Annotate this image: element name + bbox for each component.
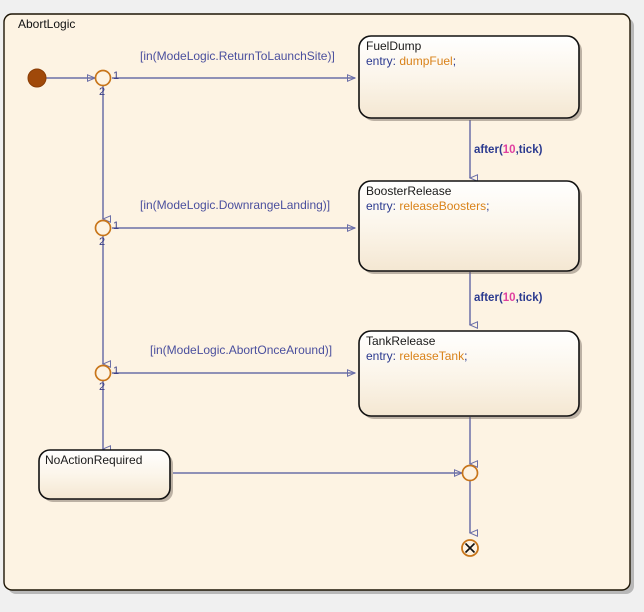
transition-label-after-fueldump: after(10,tick)	[474, 144, 542, 157]
after-suffix: ,tick)	[515, 144, 543, 156]
transition-lines	[46, 78, 470, 533]
after-open-paren: (	[498, 292, 503, 304]
junction-1-order-second: 2	[99, 86, 106, 98]
transition-label-abort-once-around: [in(ModeLogic.AbortOnceAround)]	[150, 343, 333, 357]
state-tank-release-box	[358, 330, 580, 417]
after-keyword: after	[474, 144, 499, 156]
state-booster-release-entry: entry: releaseBoosters;	[366, 200, 489, 213]
entry-action: dumpFuel	[399, 54, 453, 68]
entry-keyword: entry:	[366, 349, 397, 363]
state-tank-release-name: TankRelease	[366, 334, 436, 348]
after-suffix: ,tick)	[515, 292, 543, 304]
junction-2[interactable]	[94, 219, 112, 237]
transition-label-downrange-landing: [in(ModeLogic.DownrangeLanding)]	[140, 198, 331, 212]
after-keyword: after	[474, 292, 499, 304]
junction-1[interactable]	[94, 69, 112, 87]
state-tank-release[interactable]	[358, 330, 582, 419]
default-transition-dot[interactable]	[27, 68, 47, 88]
state-fuel-dump[interactable]	[358, 35, 582, 121]
state-booster-release-name: BoosterRelease	[366, 184, 452, 198]
after-value: 10	[502, 144, 516, 156]
entry-keyword: entry:	[366, 54, 397, 68]
terminating-junction[interactable]	[461, 539, 479, 557]
state-fuel-dump-entry: entry: dumpFuel;	[366, 55, 456, 68]
state-no-action-required[interactable]	[38, 449, 173, 502]
chart-title: AbortLogic	[18, 17, 76, 31]
entry-action: releaseBoosters	[399, 199, 487, 213]
junction-3-order-first: 1	[113, 365, 120, 377]
entry-action: releaseTank	[399, 349, 465, 363]
transition-label-after-boosterrelease: after(10,tick)	[474, 292, 542, 305]
state-booster-release-box	[358, 180, 580, 272]
junction-3-order-second: 2	[99, 381, 106, 393]
junction-2-order-first: 1	[113, 220, 120, 232]
state-tank-release-entry: entry: releaseTank;	[366, 350, 467, 363]
after-value: 10	[502, 292, 516, 304]
state-fuel-dump-name: FuelDump	[366, 39, 422, 53]
entry-terminator: ;	[452, 54, 457, 68]
transition-label-return-to-launch-site: [in(ModeLogic.ReturnToLaunchSite)]	[140, 49, 335, 63]
entry-terminator: ;	[464, 349, 468, 363]
junction-merge[interactable]	[461, 464, 479, 482]
entry-keyword: entry:	[366, 199, 397, 213]
state-fuel-dump-box	[358, 35, 580, 119]
close-icon	[464, 542, 476, 554]
state-no-action-required-box	[38, 449, 171, 500]
after-open-paren: (	[498, 144, 503, 156]
junction-3[interactable]	[94, 364, 112, 382]
entry-terminator: ;	[486, 199, 490, 213]
junction-2-order-second: 2	[99, 236, 106, 248]
state-no-action-required-name: NoActionRequired	[45, 453, 143, 467]
junction-1-order-first: 1	[113, 70, 120, 82]
state-booster-release[interactable]	[358, 180, 582, 274]
abort-logic-container[interactable]	[3, 13, 631, 591]
